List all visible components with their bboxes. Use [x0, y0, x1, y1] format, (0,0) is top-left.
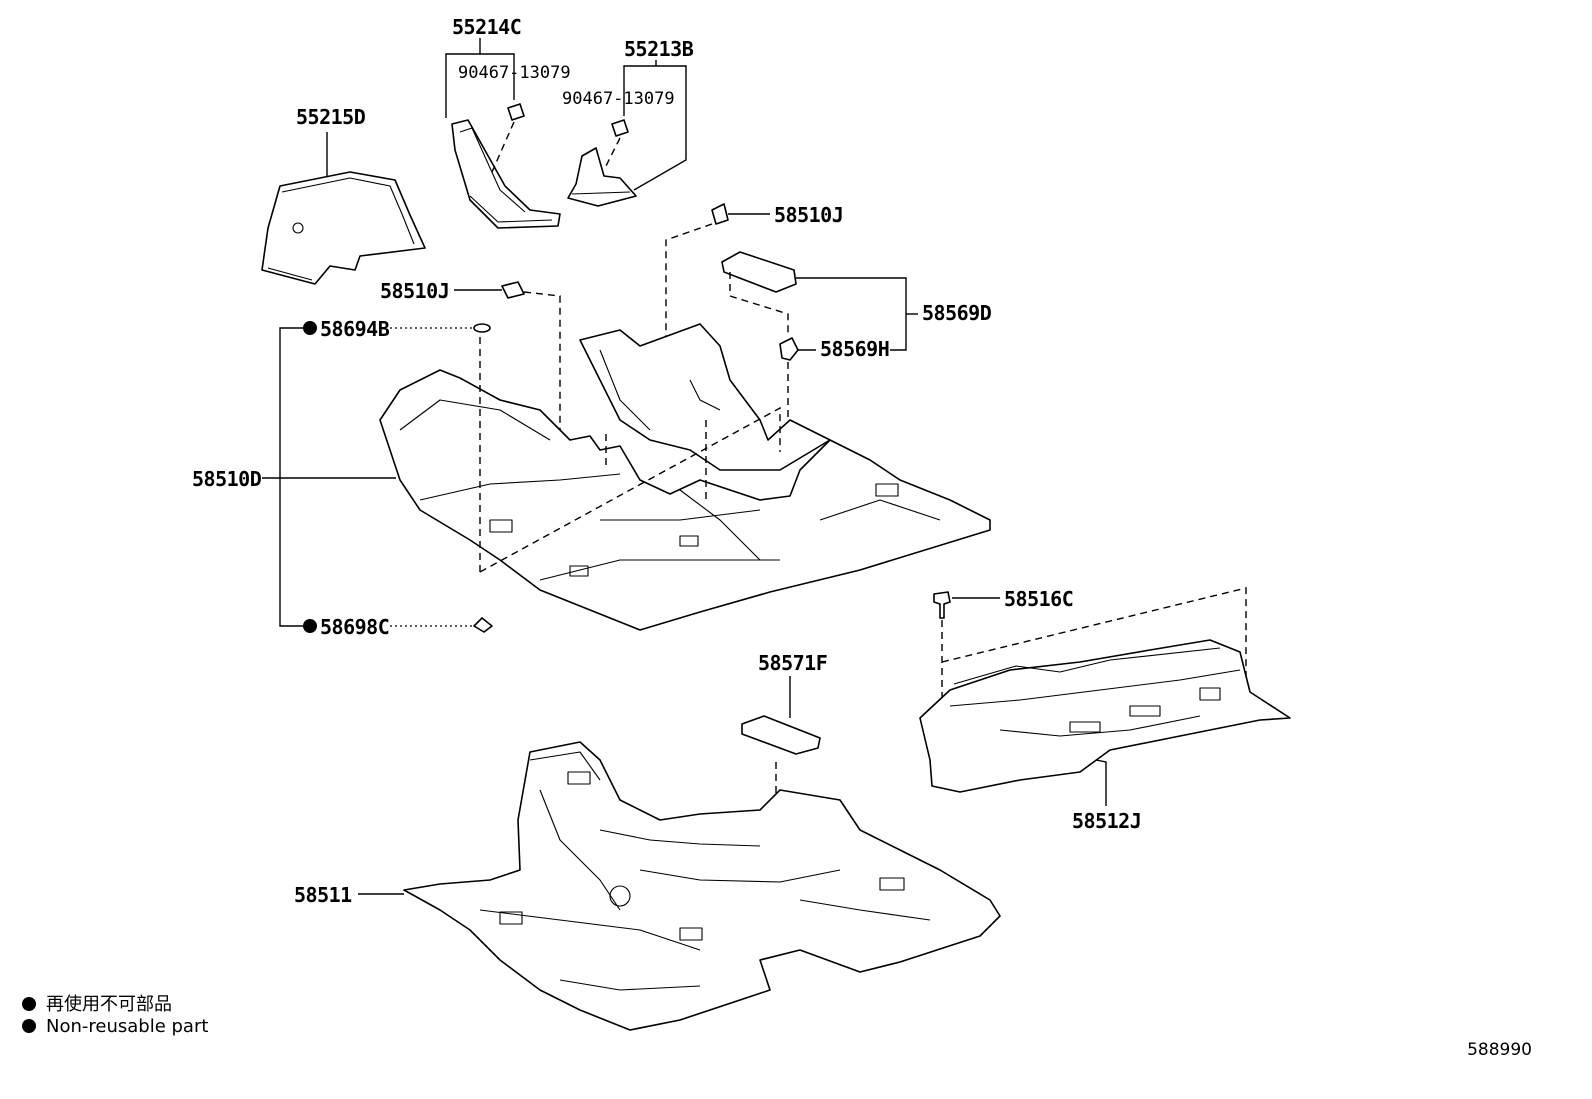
part-58512J-carpet	[919, 639, 1291, 793]
label-58510D: 58510D	[192, 467, 262, 491]
clip-58510J-top	[711, 203, 729, 225]
label-90467-13079-b: 90467-13079	[562, 89, 675, 109]
clip-58698C	[473, 617, 493, 633]
bullet-icon	[22, 1019, 36, 1033]
bullet-icon	[22, 997, 36, 1011]
diagram-id: 588990	[1467, 1040, 1532, 1060]
part-55215D-pad	[261, 171, 426, 285]
part-55214C-pad	[451, 119, 561, 229]
part-58510D-carpet	[379, 323, 991, 631]
part-58511-carpet	[403, 741, 1001, 1031]
clip-58516C	[933, 591, 951, 619]
clip-90467-a	[507, 103, 525, 121]
label-55215D: 55215D	[296, 105, 366, 129]
clip-58569H	[779, 337, 799, 361]
part-58569D-cover	[721, 251, 797, 293]
label-58510J-mid: 58510J	[380, 279, 449, 303]
label-58516C: 58516C	[1004, 587, 1073, 611]
label-58512J: 58512J	[1072, 809, 1141, 833]
label-58571F: 58571F	[758, 651, 827, 675]
label-58510J-top: 58510J	[774, 203, 843, 227]
label-58569D: 58569D	[922, 301, 992, 325]
part-55213B-pad	[567, 147, 637, 207]
label-58569H: 58569H	[820, 337, 889, 361]
label-90467-13079-a: 90467-13079	[458, 63, 571, 83]
label-58694B: 58694B	[320, 317, 390, 341]
clip-90467-b	[611, 119, 629, 137]
legend-non-reusable-jp: 再使用不可部品	[22, 990, 172, 1016]
legend-en-text: Non-reusable part	[46, 1016, 209, 1037]
label-55214C: 55214C	[452, 15, 521, 39]
clip-58694B	[473, 323, 491, 333]
label-58511: 58511	[294, 883, 352, 907]
label-58698C: 58698C	[320, 615, 389, 639]
label-55213B: 55213B	[624, 37, 694, 61]
clip-58510J-mid	[501, 281, 525, 299]
legend-non-reusable-en: Non-reusable part	[22, 1016, 208, 1037]
legend-jp-text: 再使用不可部品	[46, 994, 172, 1015]
part-58571F-pad	[741, 715, 821, 755]
